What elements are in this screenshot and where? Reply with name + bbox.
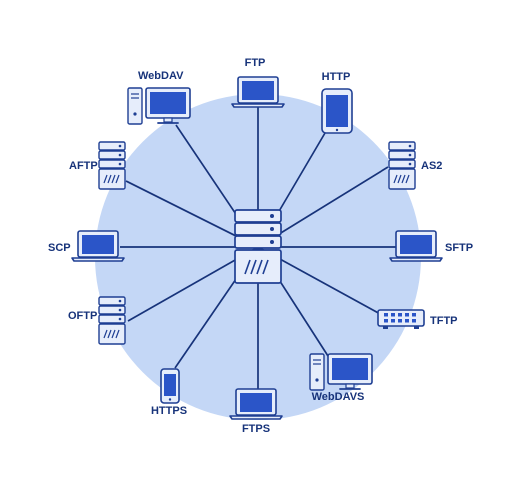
label-as2: AS2	[421, 160, 442, 172]
label-tftp: TFTP	[430, 315, 458, 327]
phone-icon	[160, 368, 180, 404]
desktop-computer-icon	[309, 353, 373, 391]
label-oftp: OFTP	[68, 310, 97, 322]
central-server-icon	[234, 209, 282, 284]
devices	[71, 76, 443, 420]
label-https: HTTPS	[151, 405, 187, 417]
server-rack-icon	[98, 296, 126, 345]
laptop-icon	[389, 230, 443, 262]
label-ftps: FTPS	[242, 423, 270, 435]
label-sftp: SFTP	[445, 242, 473, 254]
laptop-icon	[231, 76, 285, 108]
network-switch-icon	[377, 309, 425, 329]
label-http: HTTP	[322, 71, 351, 83]
label-aftp: AFTP	[69, 160, 98, 172]
laptop-icon	[229, 388, 283, 420]
tablet-icon	[321, 88, 353, 134]
server-rack-icon	[388, 141, 416, 190]
laptop-icon	[71, 230, 125, 262]
label-webdav: WebDAV	[138, 70, 184, 82]
label-scp: SCP	[48, 242, 71, 254]
server-rack-icon	[98, 141, 126, 190]
label-webdavs: WebDAVS	[312, 391, 365, 403]
label-ftp: FTP	[245, 57, 266, 69]
desktop-computer-icon	[127, 87, 191, 125]
